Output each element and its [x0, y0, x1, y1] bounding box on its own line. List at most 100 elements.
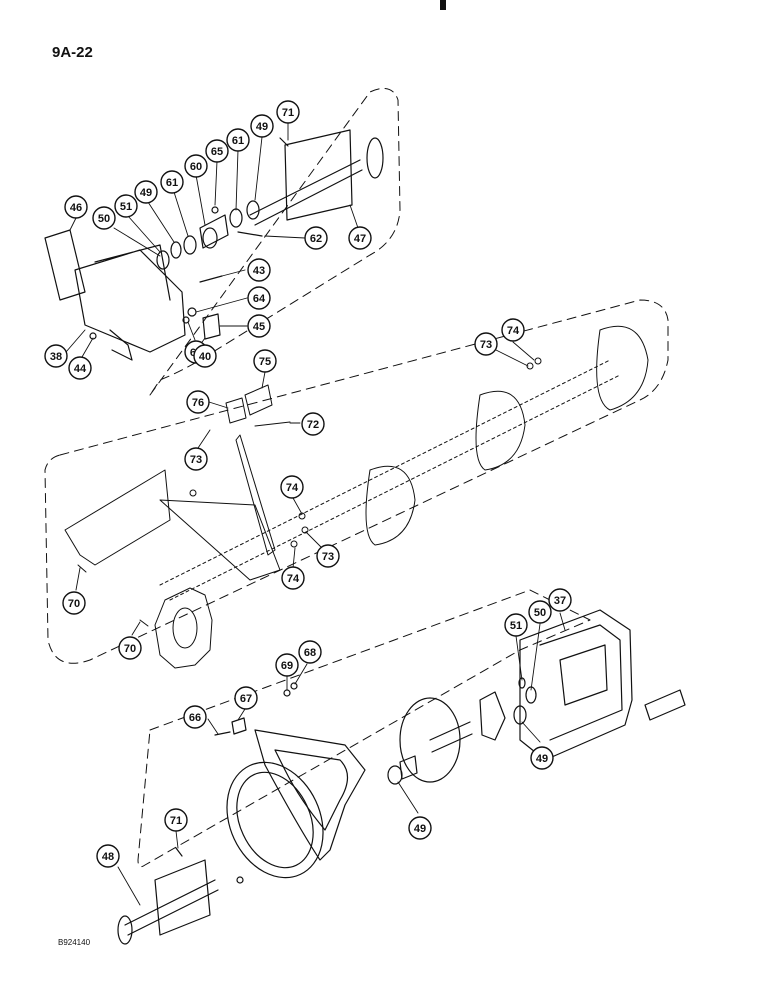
- callout-label: 74: [507, 325, 520, 337]
- callout-49: 49: [530, 746, 554, 770]
- callout-label: 66: [189, 712, 201, 724]
- callout-74: 74: [280, 475, 304, 499]
- callout-61: 61: [226, 128, 250, 152]
- leader-65: [214, 160, 218, 206]
- bolt-66: [214, 731, 231, 736]
- bolt-71-upper: [279, 137, 289, 147]
- middle-group-outline: [44, 299, 669, 664]
- leader-75: [261, 371, 266, 389]
- leader-73c: [305, 531, 323, 549]
- leader-50b: [530, 623, 541, 691]
- main-shaft: [159, 359, 621, 601]
- callout-label: 74: [286, 482, 299, 494]
- nut-73-mid: [189, 489, 197, 497]
- leader-46: [69, 217, 77, 231]
- bushing-61-lower: [183, 235, 197, 255]
- washer-49-lower: [170, 241, 182, 259]
- callout-label: 47: [354, 233, 366, 245]
- callout-66: 66: [183, 705, 207, 729]
- bushing-67: [231, 717, 247, 735]
- callout-label: 49: [414, 823, 426, 835]
- bolt-70-left: [77, 564, 87, 573]
- shaft-47: [249, 159, 363, 226]
- callout-67: 67: [234, 686, 258, 710]
- seal-49-center: [387, 765, 403, 785]
- callout-69: 69: [275, 653, 299, 677]
- callout-64: 64: [247, 286, 271, 310]
- callout-circle: [92, 206, 116, 230]
- callout-label: 61: [232, 135, 244, 147]
- callout-46: 46: [64, 195, 88, 219]
- shaft-flange-48: [117, 915, 133, 945]
- callout-circle: [118, 636, 142, 660]
- leader-68: [294, 663, 308, 685]
- leader-44: [81, 337, 94, 358]
- callout-74: 74: [281, 566, 305, 590]
- callout-label: 68: [304, 647, 316, 659]
- leader-74c: [292, 547, 296, 569]
- callout-circle: [62, 591, 86, 615]
- leader-66: [207, 718, 219, 735]
- page-top-mark: [440, 0, 446, 10]
- bracket-38: [74, 244, 186, 353]
- callout-43: 43: [247, 258, 271, 282]
- leader-63: [187, 321, 196, 341]
- callout-circle: [474, 332, 498, 356]
- nut-74-low: [290, 540, 298, 548]
- callout-circle: [68, 356, 92, 380]
- callout-label: 73: [322, 551, 334, 563]
- leader-61a: [235, 149, 239, 211]
- callout-label: 50: [98, 213, 110, 225]
- callout-label: 72: [307, 419, 319, 431]
- housing-37-window: [559, 644, 608, 706]
- callout-circle: [316, 544, 340, 568]
- shaft-disc-1: [596, 325, 649, 411]
- callout-circle: [253, 349, 277, 373]
- washer-49-upper: [246, 200, 260, 220]
- leader-lines: [65, 121, 566, 906]
- callout-label: 46: [70, 202, 82, 214]
- callout-label: 69: [281, 660, 293, 672]
- leader-70b: [131, 621, 141, 636]
- lower-group-outline: [137, 589, 591, 868]
- bracket-38-foot: [109, 329, 133, 361]
- grease-fitting-65: [211, 206, 219, 214]
- leader-47: [349, 204, 359, 229]
- page-number: 9A-22: [52, 44, 93, 61]
- callout-51: 51: [114, 194, 138, 218]
- callout-75: 75: [253, 349, 277, 373]
- callout-72: 72: [301, 412, 325, 436]
- callout-label: 38: [50, 351, 62, 363]
- callout-label: 37: [554, 595, 566, 607]
- callout-71: 71: [164, 808, 188, 832]
- callout-44: 44: [68, 356, 92, 380]
- callout-label: 70: [124, 643, 136, 655]
- callout-circle: [44, 344, 68, 368]
- leader-49c: [521, 721, 541, 743]
- callout-circle: [304, 226, 328, 250]
- ring-50: [156, 250, 170, 270]
- callout-label: 75: [259, 356, 271, 368]
- callout-49: 49: [408, 816, 432, 840]
- group-outlines: [44, 87, 669, 868]
- callout-label: 64: [253, 293, 266, 305]
- middle-assembly: [64, 325, 649, 669]
- ring-plate-outer: [226, 761, 324, 879]
- callout-51: 51: [504, 613, 528, 637]
- nut-lower-left: [236, 876, 244, 884]
- callout-50: 50: [528, 600, 552, 624]
- callout-65: 65: [205, 139, 229, 163]
- callout-74: 74: [501, 318, 525, 342]
- callout-45: 45: [247, 314, 271, 338]
- triangle-bracket: [254, 729, 366, 861]
- leader-51: [127, 215, 161, 253]
- callout-label: 51: [510, 620, 522, 632]
- callout-label: 62: [310, 233, 322, 245]
- callout-60: 60: [184, 154, 208, 178]
- callout-circle: [528, 600, 552, 624]
- leader-76: [208, 401, 229, 409]
- callout-label: 45: [253, 321, 265, 333]
- callout-62: 62: [304, 226, 328, 250]
- callout-circle: [64, 195, 88, 219]
- callout-circle: [348, 226, 372, 250]
